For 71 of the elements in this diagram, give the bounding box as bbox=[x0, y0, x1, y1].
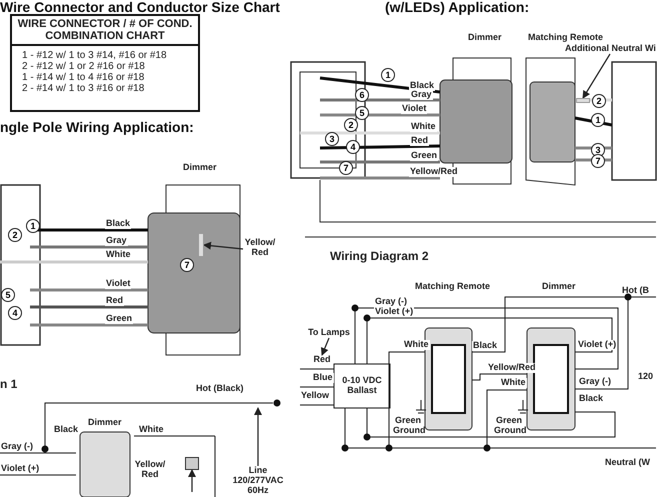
section-heading: Wiring Diagram 2 bbox=[330, 250, 429, 264]
table-row-text: 2 - #14 w/ 1 to 3 #16 or #18 bbox=[21, 83, 146, 94]
wire-label: White bbox=[403, 340, 430, 350]
leader-arrow bbox=[188, 469, 196, 492]
wire-label: White bbox=[105, 250, 132, 260]
table-row-text: 1 - #12 w/ 1 to 3 #14, #16 or #18 bbox=[21, 50, 168, 61]
leader-arrow bbox=[254, 407, 262, 466]
wire-label: Yellow/ Red bbox=[243, 238, 277, 260]
section-heading: n 1 bbox=[0, 378, 18, 392]
wire-label: Red bbox=[105, 296, 124, 306]
wire-label: Violet bbox=[105, 279, 132, 289]
caption: Hot (B bbox=[622, 286, 649, 296]
wire-label: Black bbox=[409, 81, 436, 91]
wire-label: Red bbox=[312, 355, 332, 365]
heading: Wire Connector and Conductor Size Chart bbox=[0, 0, 280, 16]
wire-label: White bbox=[500, 378, 526, 388]
wire-label: Black bbox=[105, 219, 132, 229]
connector-square bbox=[185, 457, 199, 470]
callout-number: 3 bbox=[591, 143, 605, 157]
wire-label: Gray (-) bbox=[578, 377, 612, 387]
wire-label: Green bbox=[410, 151, 438, 161]
wire-stub bbox=[576, 98, 590, 103]
callout-number: 1 bbox=[591, 113, 605, 127]
callout-label: Additional Neutral Wi bbox=[565, 44, 655, 54]
caption: Dimmer bbox=[88, 418, 122, 428]
caption: 120 bbox=[638, 372, 654, 382]
callout-number: 7 bbox=[591, 154, 605, 168]
wire-label: Yellow/ Red bbox=[134, 460, 166, 480]
wire-label: Red bbox=[410, 136, 430, 146]
wire-label: Green bbox=[105, 314, 134, 324]
caption: Matching Remote bbox=[415, 282, 490, 292]
wire-label: Gray bbox=[410, 90, 433, 100]
heading: (w/LEDs) Application: bbox=[385, 0, 530, 16]
wire-label: Violet (+) bbox=[374, 307, 414, 317]
caption: Hot (Black) bbox=[196, 384, 244, 394]
table-row-text: 1 - #14 w/ 1 to 4 #16 or #18 bbox=[21, 72, 146, 83]
caption: Dimmer bbox=[468, 33, 502, 43]
wire-label: Blue bbox=[312, 373, 334, 383]
caption: Dimmer bbox=[542, 282, 576, 292]
callout-label: Line 120/277VAC 60Hz bbox=[226, 466, 290, 496]
callout-number: 1 bbox=[381, 68, 395, 82]
wire-label: Violet bbox=[401, 104, 428, 114]
wire-label: Black bbox=[578, 394, 604, 404]
wire-label: Black bbox=[472, 341, 498, 351]
table-row-text: 2 - #12 w/ 1 or 2 #16 or #18 bbox=[21, 61, 146, 72]
wire-label: Gray (-) bbox=[374, 297, 408, 307]
caption: Matching Remote bbox=[528, 33, 604, 43]
wire-label: Green Ground bbox=[494, 416, 524, 436]
callout-number: 2 bbox=[592, 94, 606, 108]
wire-label: Yellow/Red bbox=[487, 363, 537, 373]
table-heading: WIRE CONNECTOR / # OF COND. COMBINATION CHART bbox=[12, 16, 198, 46]
wire-label: White bbox=[410, 122, 436, 132]
leader-arrow bbox=[203, 242, 244, 250]
callout-label: To Lamps bbox=[304, 328, 354, 338]
heading: ngle Pole Wiring Application: bbox=[0, 120, 194, 136]
wire-label: Violet (+) bbox=[0, 464, 40, 474]
wire-label: 0-10 VDC Ballast bbox=[341, 376, 383, 396]
wire-label: Green Ground bbox=[393, 416, 423, 436]
wire-label: Black bbox=[53, 425, 80, 435]
callout-number: 5 bbox=[355, 106, 369, 120]
wire-label: Yellow bbox=[300, 391, 330, 401]
caption: Neutral (W bbox=[605, 458, 650, 468]
caption: Dimmer bbox=[183, 163, 217, 173]
wire-label: Gray (-) bbox=[0, 442, 34, 452]
leader-arrow bbox=[320, 338, 330, 356]
wire-label: Yellow/Red bbox=[409, 167, 459, 177]
terminal-slot bbox=[198, 233, 204, 257]
wire-label: Gray bbox=[105, 236, 128, 246]
leader-arrow bbox=[582, 54, 611, 99]
wire-label: White bbox=[138, 425, 164, 435]
wire-label: Violet (+) bbox=[577, 340, 618, 350]
